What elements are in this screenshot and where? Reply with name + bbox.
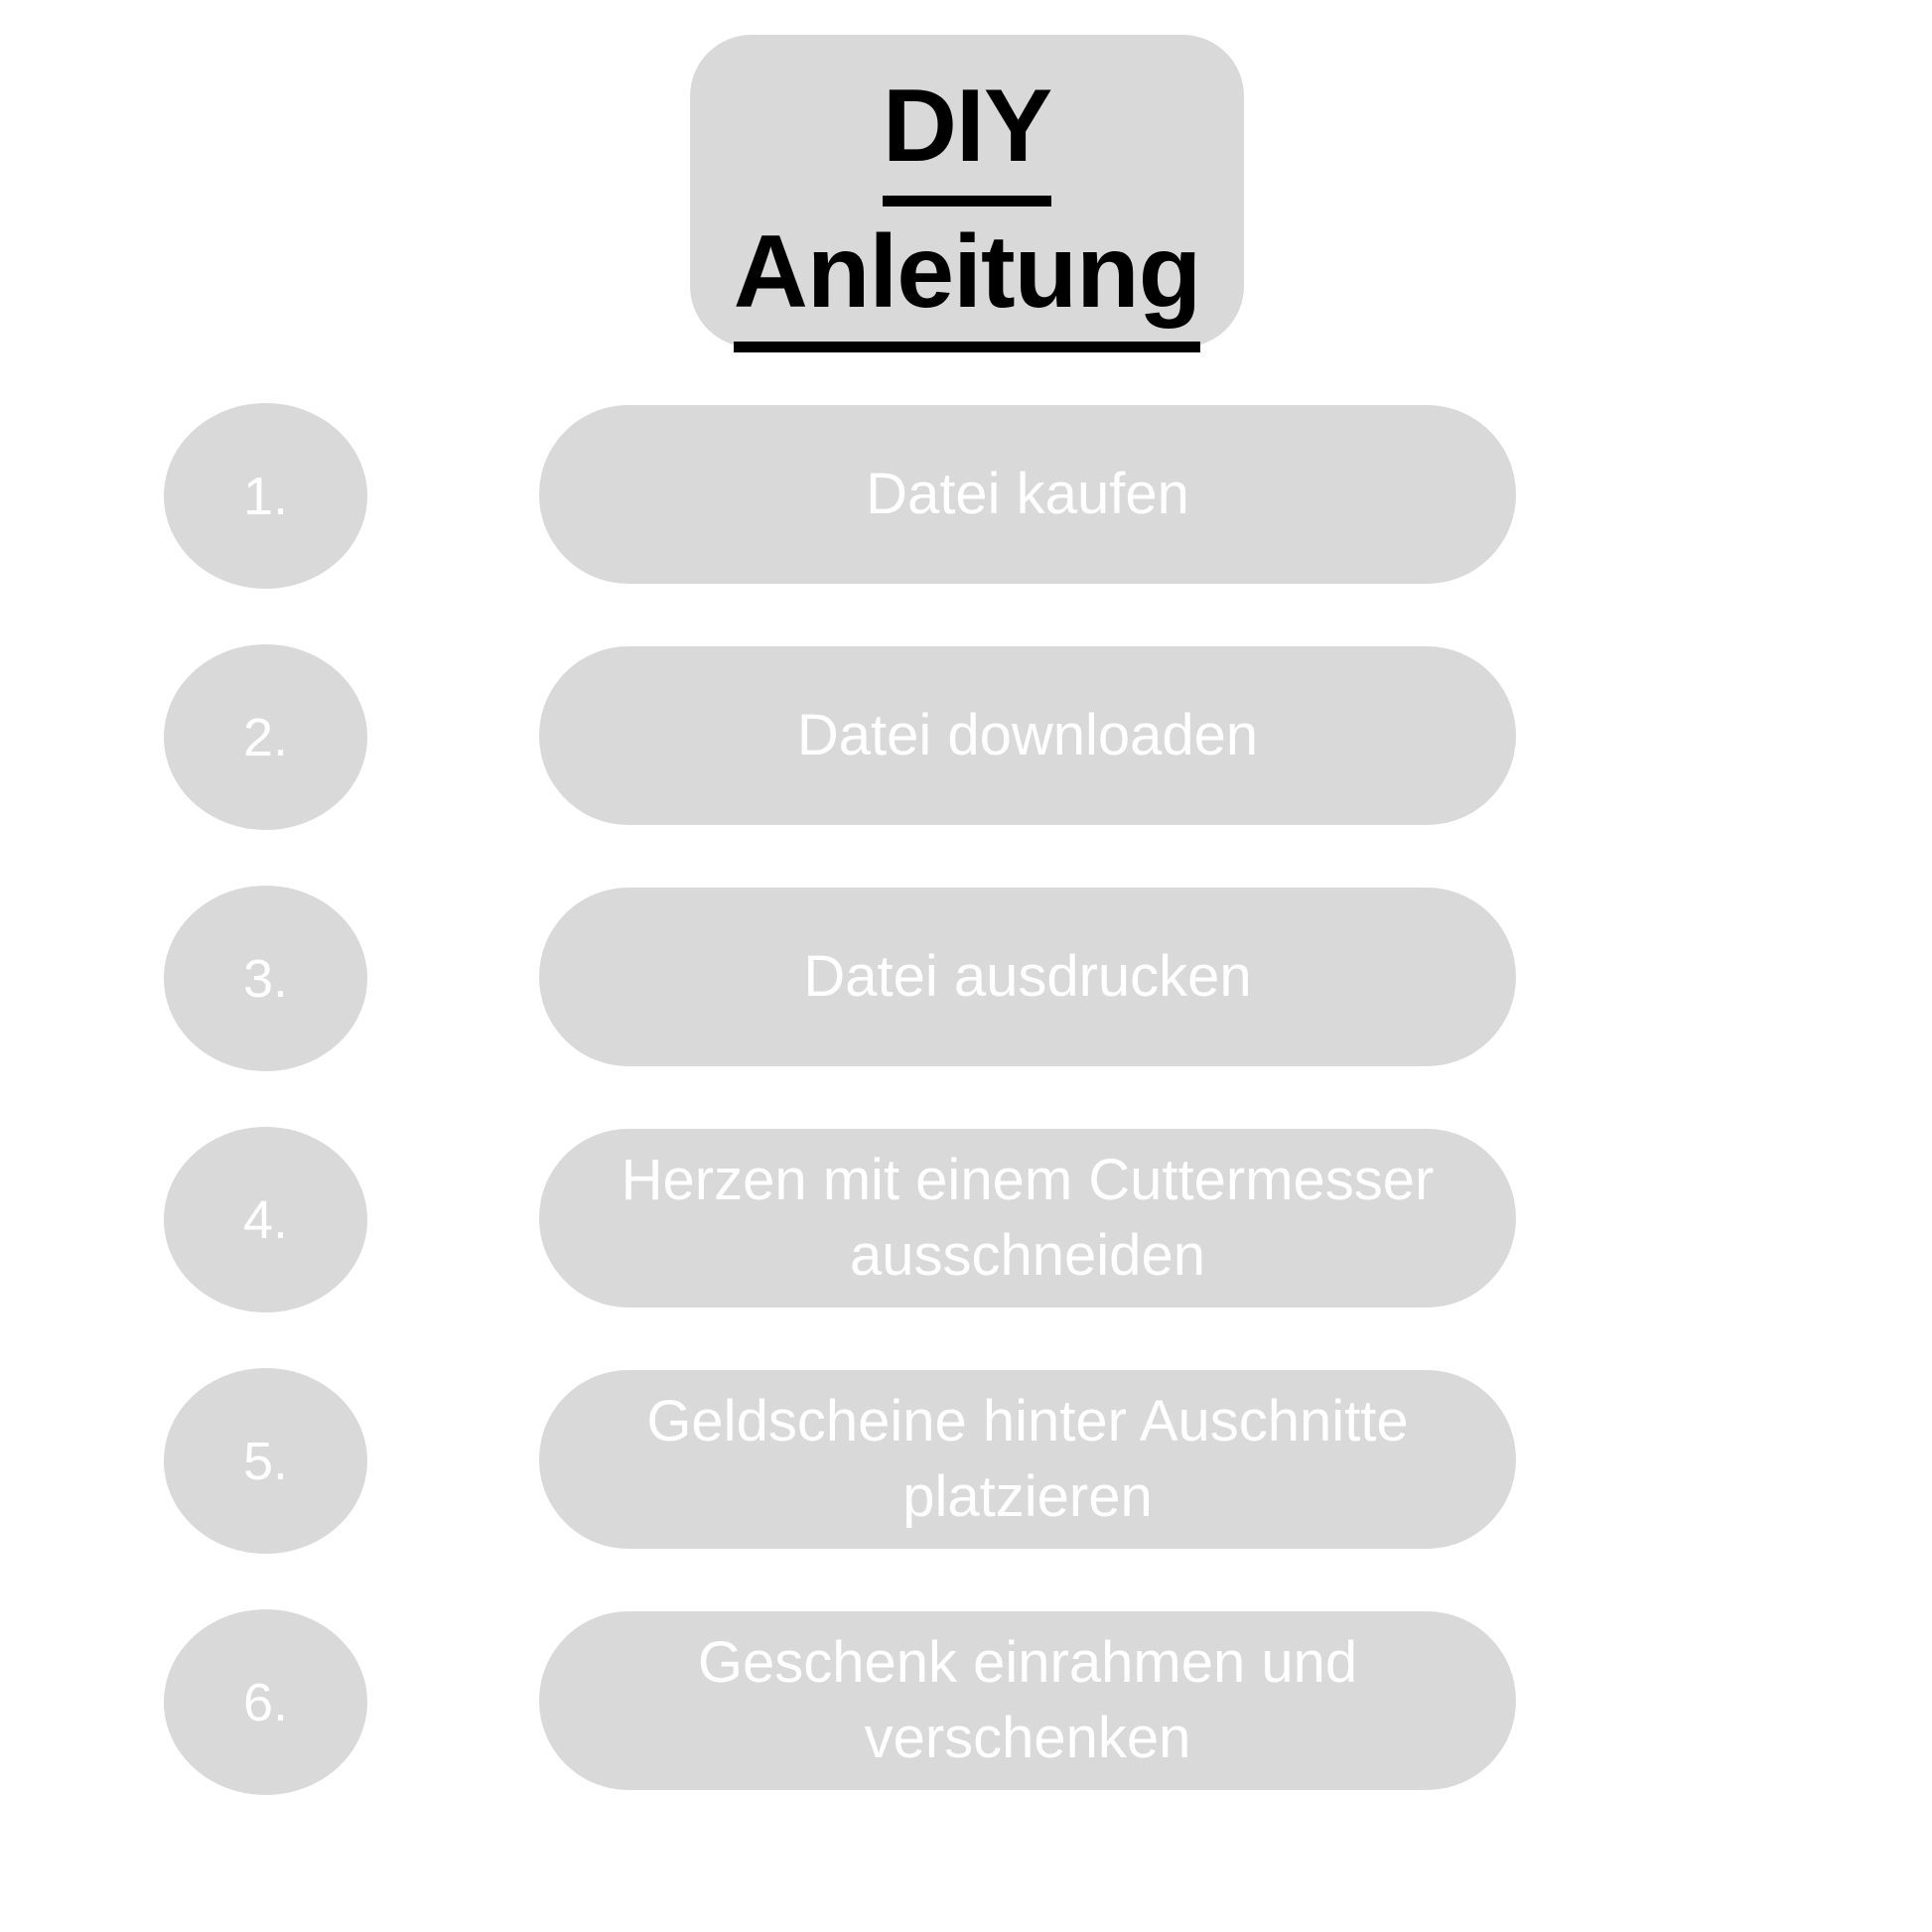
step-number-label: 4.: [242, 1189, 289, 1250]
step-number-label: 2.: [242, 707, 289, 767]
step-number-label: 6.: [242, 1672, 289, 1732]
list-item: 1. Datei kaufen: [0, 403, 1932, 589]
step-number-badge: 1.: [164, 403, 367, 589]
step-number-label: 1.: [242, 466, 289, 526]
step-pill: Datei kaufen: [539, 405, 1516, 584]
step-pill: Geldscheine hinter Auschnitte platzieren: [539, 1370, 1516, 1549]
list-item: 6. Geschenk einrahmen und verschenken: [0, 1609, 1932, 1795]
step-pill: Geschenk einrahmen und verschenken: [539, 1611, 1516, 1790]
step-pill: Datei ausdrucken: [539, 888, 1516, 1066]
step-number-label: 3.: [242, 948, 289, 1009]
steps-list: 1. Datei kaufen 2. Datei downloaden 3. D…: [0, 403, 1932, 1853]
step-number-badge: 2.: [164, 644, 367, 830]
list-item: 3. Datei ausdrucken: [0, 886, 1932, 1071]
page-title-line-2: Anleitung: [571, 207, 1363, 352]
step-text: Datei ausdrucken: [803, 944, 1252, 1009]
step-number-badge: 6.: [164, 1609, 367, 1795]
step-pill: Datei downloaden: [539, 646, 1516, 825]
step-number-badge: 5.: [164, 1368, 367, 1554]
page-title: DIY Anleitung: [571, 61, 1363, 352]
step-number-badge: 3.: [164, 886, 367, 1071]
page-title-line-1: DIY: [571, 61, 1363, 207]
step-text: Geldscheine hinter Auschnitte platzieren: [646, 1389, 1409, 1529]
list-item: 5. Geldscheine hinter Auschnitte platzie…: [0, 1368, 1932, 1554]
step-text: Datei kaufen: [866, 462, 1189, 526]
step-text: Datei downloaden: [796, 703, 1259, 767]
step-pill: Herzen mit einem Cuttermesser ausschneid…: [539, 1129, 1516, 1308]
step-number-label: 5.: [242, 1431, 289, 1491]
step-text: Geschenk einrahmen und verschenken: [697, 1630, 1358, 1770]
list-item: 4. Herzen mit einem Cuttermesser ausschn…: [0, 1127, 1932, 1312]
step-text: Herzen mit einem Cuttermesser ausschneid…: [621, 1148, 1435, 1288]
list-item: 2. Datei downloaden: [0, 644, 1932, 830]
title-card: DIY Anleitung: [690, 35, 1244, 352]
step-number-badge: 4.: [164, 1127, 367, 1312]
